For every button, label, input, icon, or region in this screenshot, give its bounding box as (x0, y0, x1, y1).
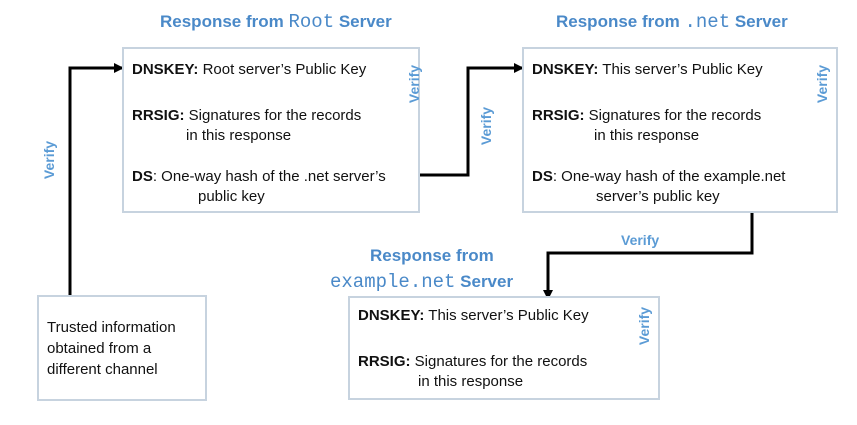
example-rrsig: RRSIG: Signatures for the records (358, 353, 587, 371)
root-title-mono: Root (288, 11, 335, 33)
verify-label-left: Verify (41, 140, 57, 180)
net-dnskey-text: This server’s Public Key (598, 61, 763, 78)
root-title-prefix: Response from (160, 12, 289, 31)
net-rrsig: RRSIG: Signatures for the records (532, 107, 761, 125)
net-dnskey-label: DNSKEY: (532, 61, 599, 78)
example-dnskey: DNSKEY: This server’s Public Key (358, 307, 589, 325)
example-rrsig-line2: in this response (418, 373, 524, 390)
example-title-line1: Response from (370, 246, 494, 265)
arrow-trusted-to-root (68, 63, 124, 295)
verify-label-root-to-net: Verify (478, 106, 494, 146)
net-ds-line2: server’s public key (596, 188, 720, 205)
root-server-box: DNSKEY: Root server’s Public Key RRSIG: … (122, 47, 422, 213)
net-ds: DS: One-way hash of the example.net (532, 168, 785, 186)
root-ds: DS: One-way hash of the .net server’s (132, 168, 386, 186)
trusted-info-box: Trusted information obtained from a diff… (37, 295, 207, 401)
root-rrsig-line2: in this response (186, 127, 292, 144)
net-rrsig-label: RRSIG: (532, 107, 585, 124)
root-rrsig-text: Signatures for the records (184, 107, 362, 124)
net-dnskey: DNSKEY: This server’s Public Key (532, 61, 763, 79)
net-rrsig-line2: in this response (594, 127, 700, 144)
root-verify-label: Verify (406, 64, 422, 104)
net-title-prefix: Response from (556, 12, 685, 31)
example-title-mono: example.net (330, 271, 456, 293)
root-ds-label: DS (132, 168, 153, 185)
net-verify-label: Verify (814, 64, 830, 104)
net-ds-label: DS (532, 168, 553, 185)
verify-label-net-to-example: Verify (621, 232, 660, 248)
root-ds-text: : One-way hash of the .net server’s (152, 168, 386, 185)
example-title-suffix: Server (455, 272, 514, 291)
example-dnskey-label: DNSKEY: (358, 307, 425, 324)
example-verify-label: Verify (636, 306, 652, 346)
net-server-box: DNSKEY: This server’s Public Key RRSIG: … (522, 47, 838, 213)
root-dnskey-label: DNSKEY: (132, 61, 199, 78)
arrow-root-to-net (413, 63, 524, 177)
trusted-line1: Trusted information (47, 319, 176, 336)
net-ds-text: : One-way hash of the example.net (552, 168, 786, 185)
root-ds-line2: public key (198, 188, 265, 205)
root-title-suffix: Server (334, 12, 392, 31)
net-title-suffix: Server (730, 12, 788, 31)
example-dnskey-text: This server’s Public Key (424, 307, 589, 324)
trusted-line2: obtained from a (47, 340, 152, 357)
example-title-line2: example.net Server (330, 271, 513, 293)
arrow-net-to-example (543, 198, 754, 300)
net-rrsig-text: Signatures for the records (584, 107, 762, 124)
trusted-line3: different channel (47, 361, 158, 378)
root-rrsig-label: RRSIG: (132, 107, 185, 124)
example-rrsig-label: RRSIG: (358, 353, 411, 370)
example-server-box: DNSKEY: This server’s Public Key RRSIG: … (348, 296, 660, 400)
root-dnskey-text: Root server’s Public Key (198, 61, 367, 78)
root-title: Response from Root Server (160, 11, 392, 33)
example-rrsig-text: Signatures for the records (410, 353, 588, 370)
root-dnskey: DNSKEY: Root server’s Public Key (132, 61, 366, 79)
net-title: Response from .net Server (556, 11, 788, 33)
root-rrsig: RRSIG: Signatures for the records (132, 107, 361, 125)
net-title-mono: .net (684, 11, 731, 33)
